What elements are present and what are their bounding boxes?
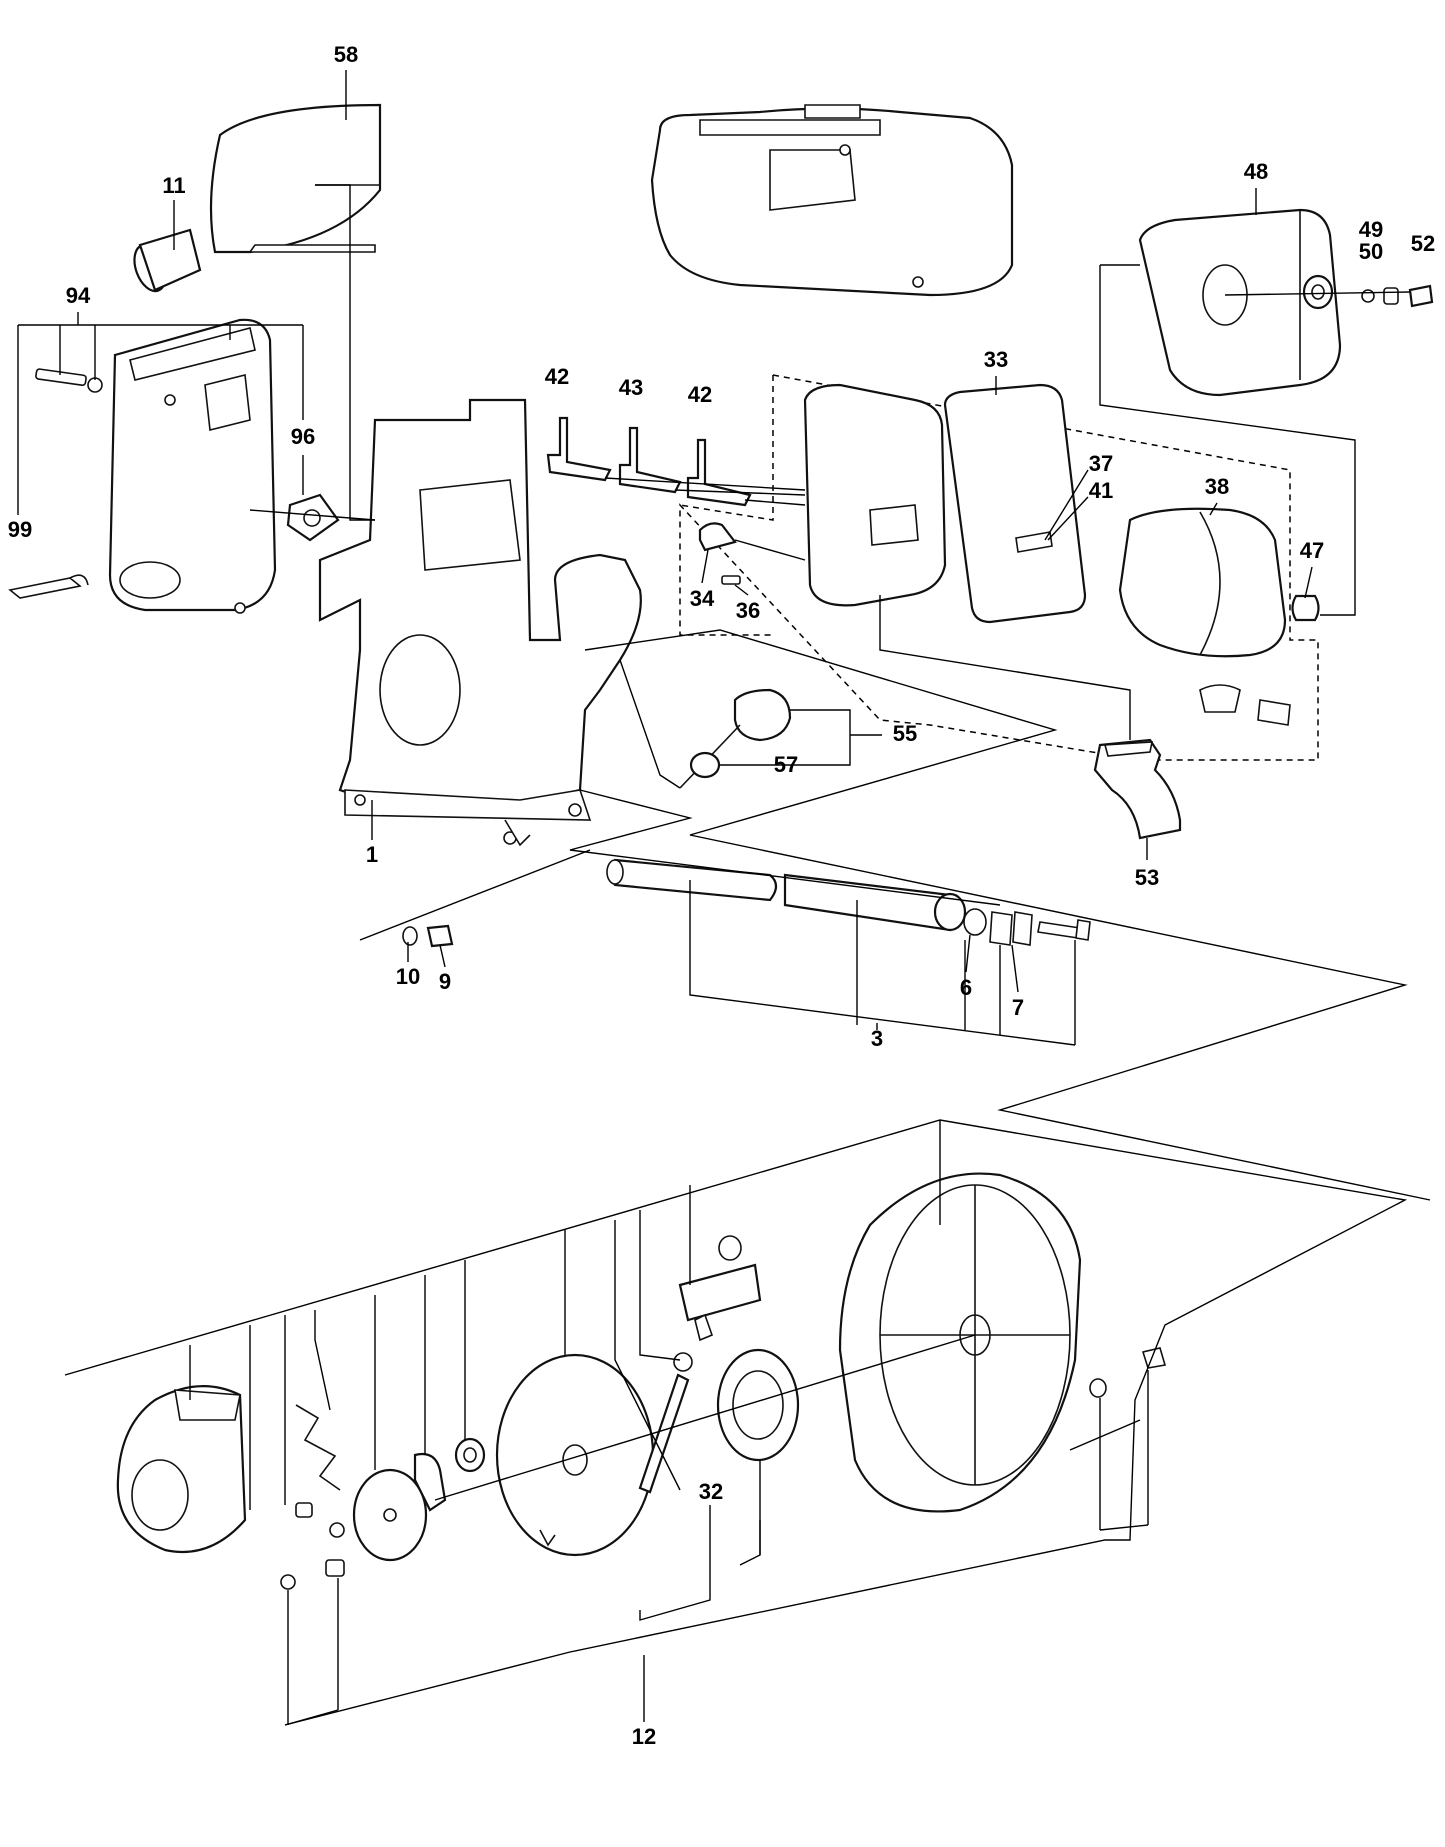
label-part-11: 11 [162,173,186,198]
part-36-pin [721,575,741,585]
label-part-55: 55 [892,721,918,746]
label-part-36: 36 [735,598,761,623]
part-spring-wire [295,1404,341,1491]
part-11-plug [133,228,202,293]
part-47-nut [1291,594,1320,622]
label-part-58: 58 [333,42,359,67]
label-part-33: 33 [983,347,1009,372]
label-part-42: 42 [544,364,570,389]
part-57-oring [689,751,721,779]
part-housing-fasteners [1089,1347,1167,1398]
label-part-96: 96 [290,424,316,449]
label-part-34: 34 [689,586,715,611]
label-part-12: 12 [631,1724,657,1749]
part-spring-coil [783,873,967,932]
part-37-filter-element [943,383,1087,624]
fuel-tank [650,104,1014,297]
part-9-plug [426,924,454,948]
part-seal-small [1199,684,1291,726]
label-part-3: 3 [870,1026,884,1051]
part-recoil-spring [716,1348,800,1462]
label-part-48: 48 [1243,159,1269,184]
part-10-washer [402,926,418,946]
label-part-94: 94 [65,283,91,308]
label-part-50: 50 [1358,239,1384,264]
part-50-washer [1361,289,1375,303]
part-42-bracket-right [686,438,752,507]
label-part-1: 1 [365,842,379,867]
part-6-oring [963,908,987,936]
part-34-clamp [698,522,737,552]
label-part-47: 47 [1299,538,1325,563]
label-part-37: 37 [1088,451,1114,476]
part-starter-housing [838,1172,1082,1513]
part-bolt [1037,919,1091,941]
label-part-38: 38 [1204,474,1230,499]
part-33-filter-assembly-outline [679,374,1319,761]
label-part-9: 9 [438,969,452,994]
part-spring-small [454,1437,486,1473]
label-part-99: 99 [7,517,33,542]
part-handle-block [678,1235,762,1342]
part-35-filter-housing [803,383,947,607]
part-reel [495,1353,655,1557]
part-51-nut [1383,287,1399,305]
part-41-pin [1015,531,1053,553]
label-part-32: 32 [698,1479,724,1504]
part-96-gasket [286,493,340,542]
label-part-52: 52 [1410,231,1436,256]
part-32-rope-handle [638,1352,693,1494]
part-48-cover [1138,208,1342,397]
part-49-grommet [1302,274,1334,310]
part-58-shroud [209,103,382,254]
label-part-41: 41 [1088,478,1114,503]
leader-lines [17,70,1431,1726]
part-bolts-set [280,1502,345,1590]
label-part-53: 53 [1134,865,1160,890]
label-part-49: 49 [1358,217,1384,242]
part-pulley-plate [352,1468,428,1562]
label-part-57: 57 [773,752,799,777]
part-12-starter-cup [116,1385,247,1554]
part-43-bracket [618,426,682,494]
part-3-muffler-tube [606,858,778,902]
label-part-43: 43 [618,375,644,400]
label-part-10: 10 [395,964,421,989]
part-99-rod [8,574,89,599]
part-52-clip [1408,284,1434,308]
part-7-clip [989,911,1033,946]
label-part-6: 6 [959,975,973,1000]
label-part-7: 7 [1011,995,1025,1020]
part-38-filter-canister [1118,507,1287,658]
label-part-42: 42 [687,382,713,407]
part-1-engine-block [318,398,642,847]
part-pawl [413,1452,447,1512]
part-42-bracket-left [546,416,612,482]
part-53-intake-elbow [1093,738,1182,840]
part-screw-lock [35,368,103,393]
part-94-housing [108,318,277,614]
